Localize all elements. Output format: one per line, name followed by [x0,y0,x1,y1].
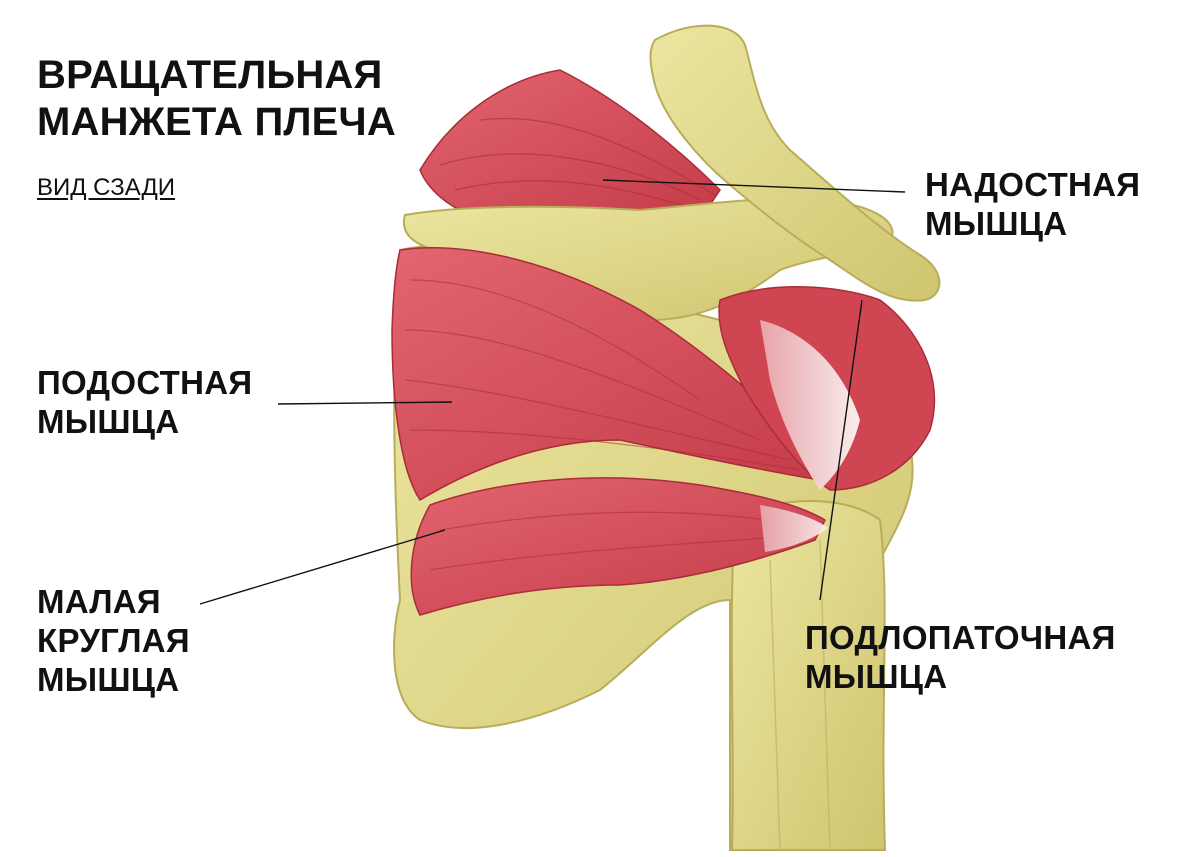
leader-line-infraspinatus [277,401,453,405]
infraspinatus-muscle [391,247,831,502]
label-supraspinatus-line-1: НАДОСТНАЯ [925,166,1141,203]
humerus-bone [730,500,887,851]
page-title-line-1: ВРАЩАТЕЛЬНАЯ [37,53,383,97]
page-title-line-2: МАНЖЕТА ПЛЕЧА [37,100,396,144]
view-subtitle: ВИД СЗАДИ [37,174,176,201]
leader-line-teres-minor [199,529,446,605]
label-subscapularis-line-1: ПОДЛОПАТОЧНАЯ [805,619,1116,656]
label-infraspinatus-line-2: МЫШЦА [37,403,180,440]
label-teres-minor-line-2: КРУГЛАЯ [37,622,190,659]
label-teres-minor-line-1: МАЛАЯ [37,583,161,620]
label-subscapularis-line-2: МЫШЦА [805,658,948,695]
subscapularis-muscle [718,286,936,491]
clavicle-bone [649,24,941,302]
label-teres-minor-line-3: МЫШЦА [37,661,180,698]
leader-lines [199,179,906,605]
label-infraspinatus-line-1: ПОДОСТНАЯ [37,364,253,401]
label-infraspinatus: ПОДОСТНАЯ МЫШЦА [37,363,252,441]
leader-line-supraspinatus [602,179,906,193]
label-teres-minor: МАЛАЯ КРУГЛАЯ МЫШЦА [37,582,190,699]
label-supraspinatus-line-2: МЫШЦА [925,205,1068,242]
label-supraspinatus: НАДОСТНАЯ МЫШЦА [925,165,1140,243]
supraspinatus-muscle [419,69,721,226]
leader-line-subscapularis [819,299,863,601]
teres-minor-muscle [410,477,828,616]
label-subscapularis: ПОДЛОПАТОЧНАЯ МЫШЦА [805,618,1116,696]
title-block: ВРАЩАТЕЛЬНАЯ МАНЖЕТА ПЛЕЧА [37,52,396,146]
